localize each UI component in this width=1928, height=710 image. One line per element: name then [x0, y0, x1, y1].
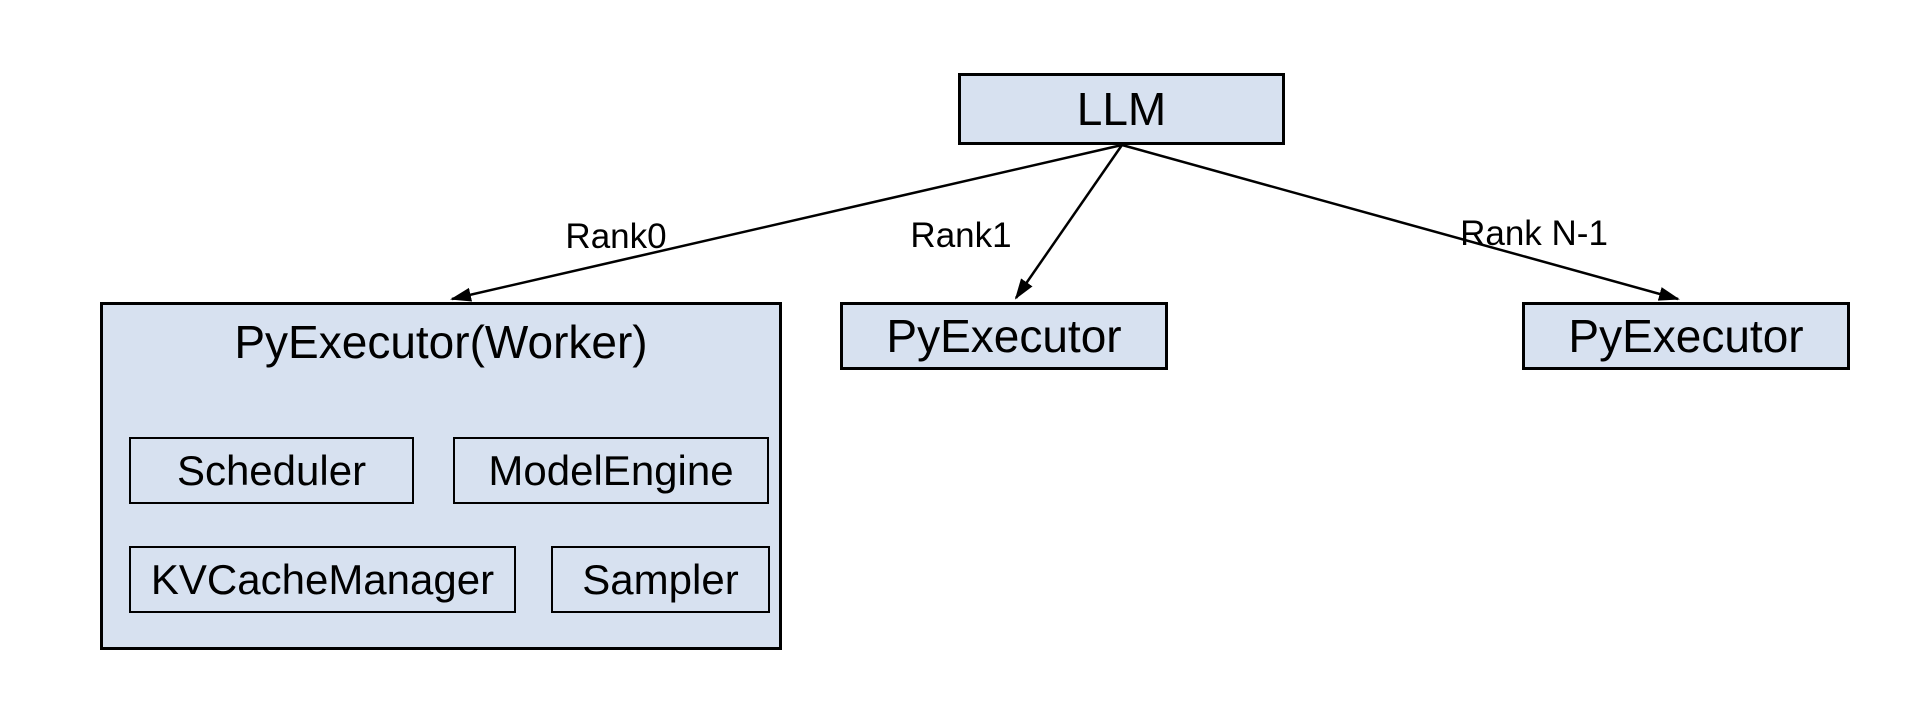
pyexecutor-rank-n-1-node: PyExecutor — [1522, 302, 1850, 370]
pyexecutor-worker-title: PyExecutor(Worker) — [234, 316, 648, 368]
pyexecutor-worker-node: PyExecutor(Worker) Scheduler ModelEngine… — [100, 302, 782, 650]
llm-node: LLM — [958, 73, 1285, 145]
sampler-node: Sampler — [551, 546, 770, 613]
pyexecutor-rank1-node: PyExecutor — [840, 302, 1168, 370]
scheduler-node: Scheduler — [129, 437, 414, 504]
kv-cache-manager-node: KVCacheManager — [129, 546, 516, 613]
edge-rank1-arrow — [1014, 144, 1124, 300]
edge-label-rank-n-1: Rank N-1 — [1460, 214, 1608, 253]
pyexecutor-rank-n-1-label: PyExecutor — [1568, 309, 1804, 362]
edge-label-rank0: Rank0 — [565, 217, 667, 256]
model-engine-node: ModelEngine — [453, 437, 769, 504]
edge-label-rank1: Rank1 — [910, 216, 1012, 255]
edge-rank0-arrow — [450, 143, 1123, 302]
llm-node-label: LLM — [1076, 82, 1167, 135]
pyexecutor-rank1-label: PyExecutor — [886, 309, 1122, 362]
